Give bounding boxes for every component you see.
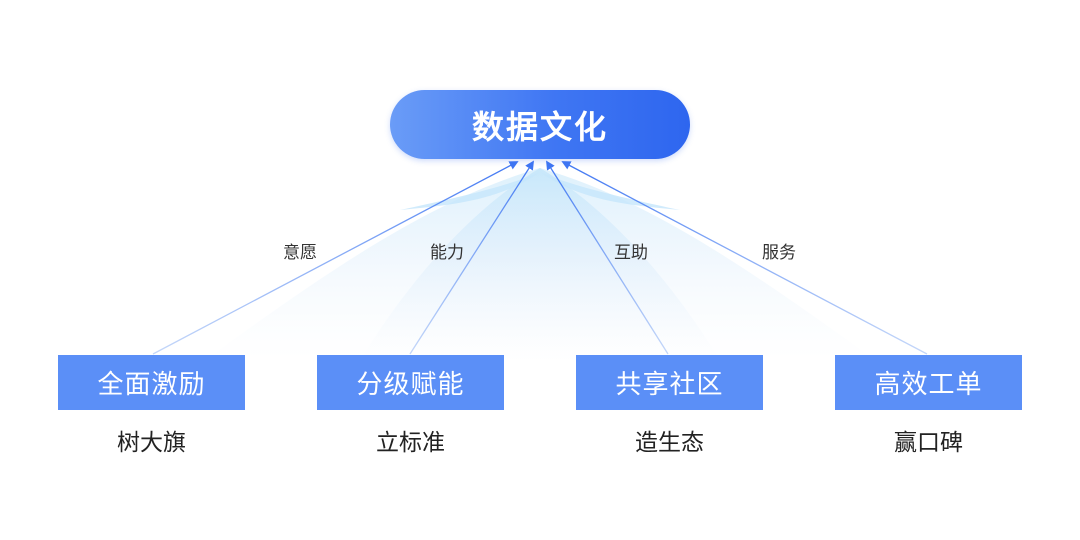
edge-label-3: 互助 [614, 243, 648, 263]
child-caption-2: 立标准 [376, 430, 445, 456]
connector-arrow-1 [152, 161, 519, 355]
edge-label-2: 能力 [430, 243, 464, 263]
child-node-3: 共享社区 [576, 355, 763, 410]
edge-label-1: 意愿 [283, 243, 317, 263]
root-node: 数据文化 [390, 90, 690, 159]
child-node-2: 分级赋能 [317, 355, 504, 410]
glow-fan-inner [360, 168, 720, 360]
child-caption-1: 树大旗 [117, 430, 186, 456]
connector-arrow-2 [409, 160, 534, 355]
child-caption-4: 赢口碑 [894, 430, 963, 456]
child-node-4: 高效工单 [835, 355, 1022, 410]
connector-arrow-4 [561, 161, 928, 355]
edge-label-4: 服务 [762, 243, 796, 263]
connector-arrow-3 [546, 160, 669, 355]
child-caption-3: 造生态 [635, 430, 704, 456]
child-node-1: 全面激励 [58, 355, 245, 410]
